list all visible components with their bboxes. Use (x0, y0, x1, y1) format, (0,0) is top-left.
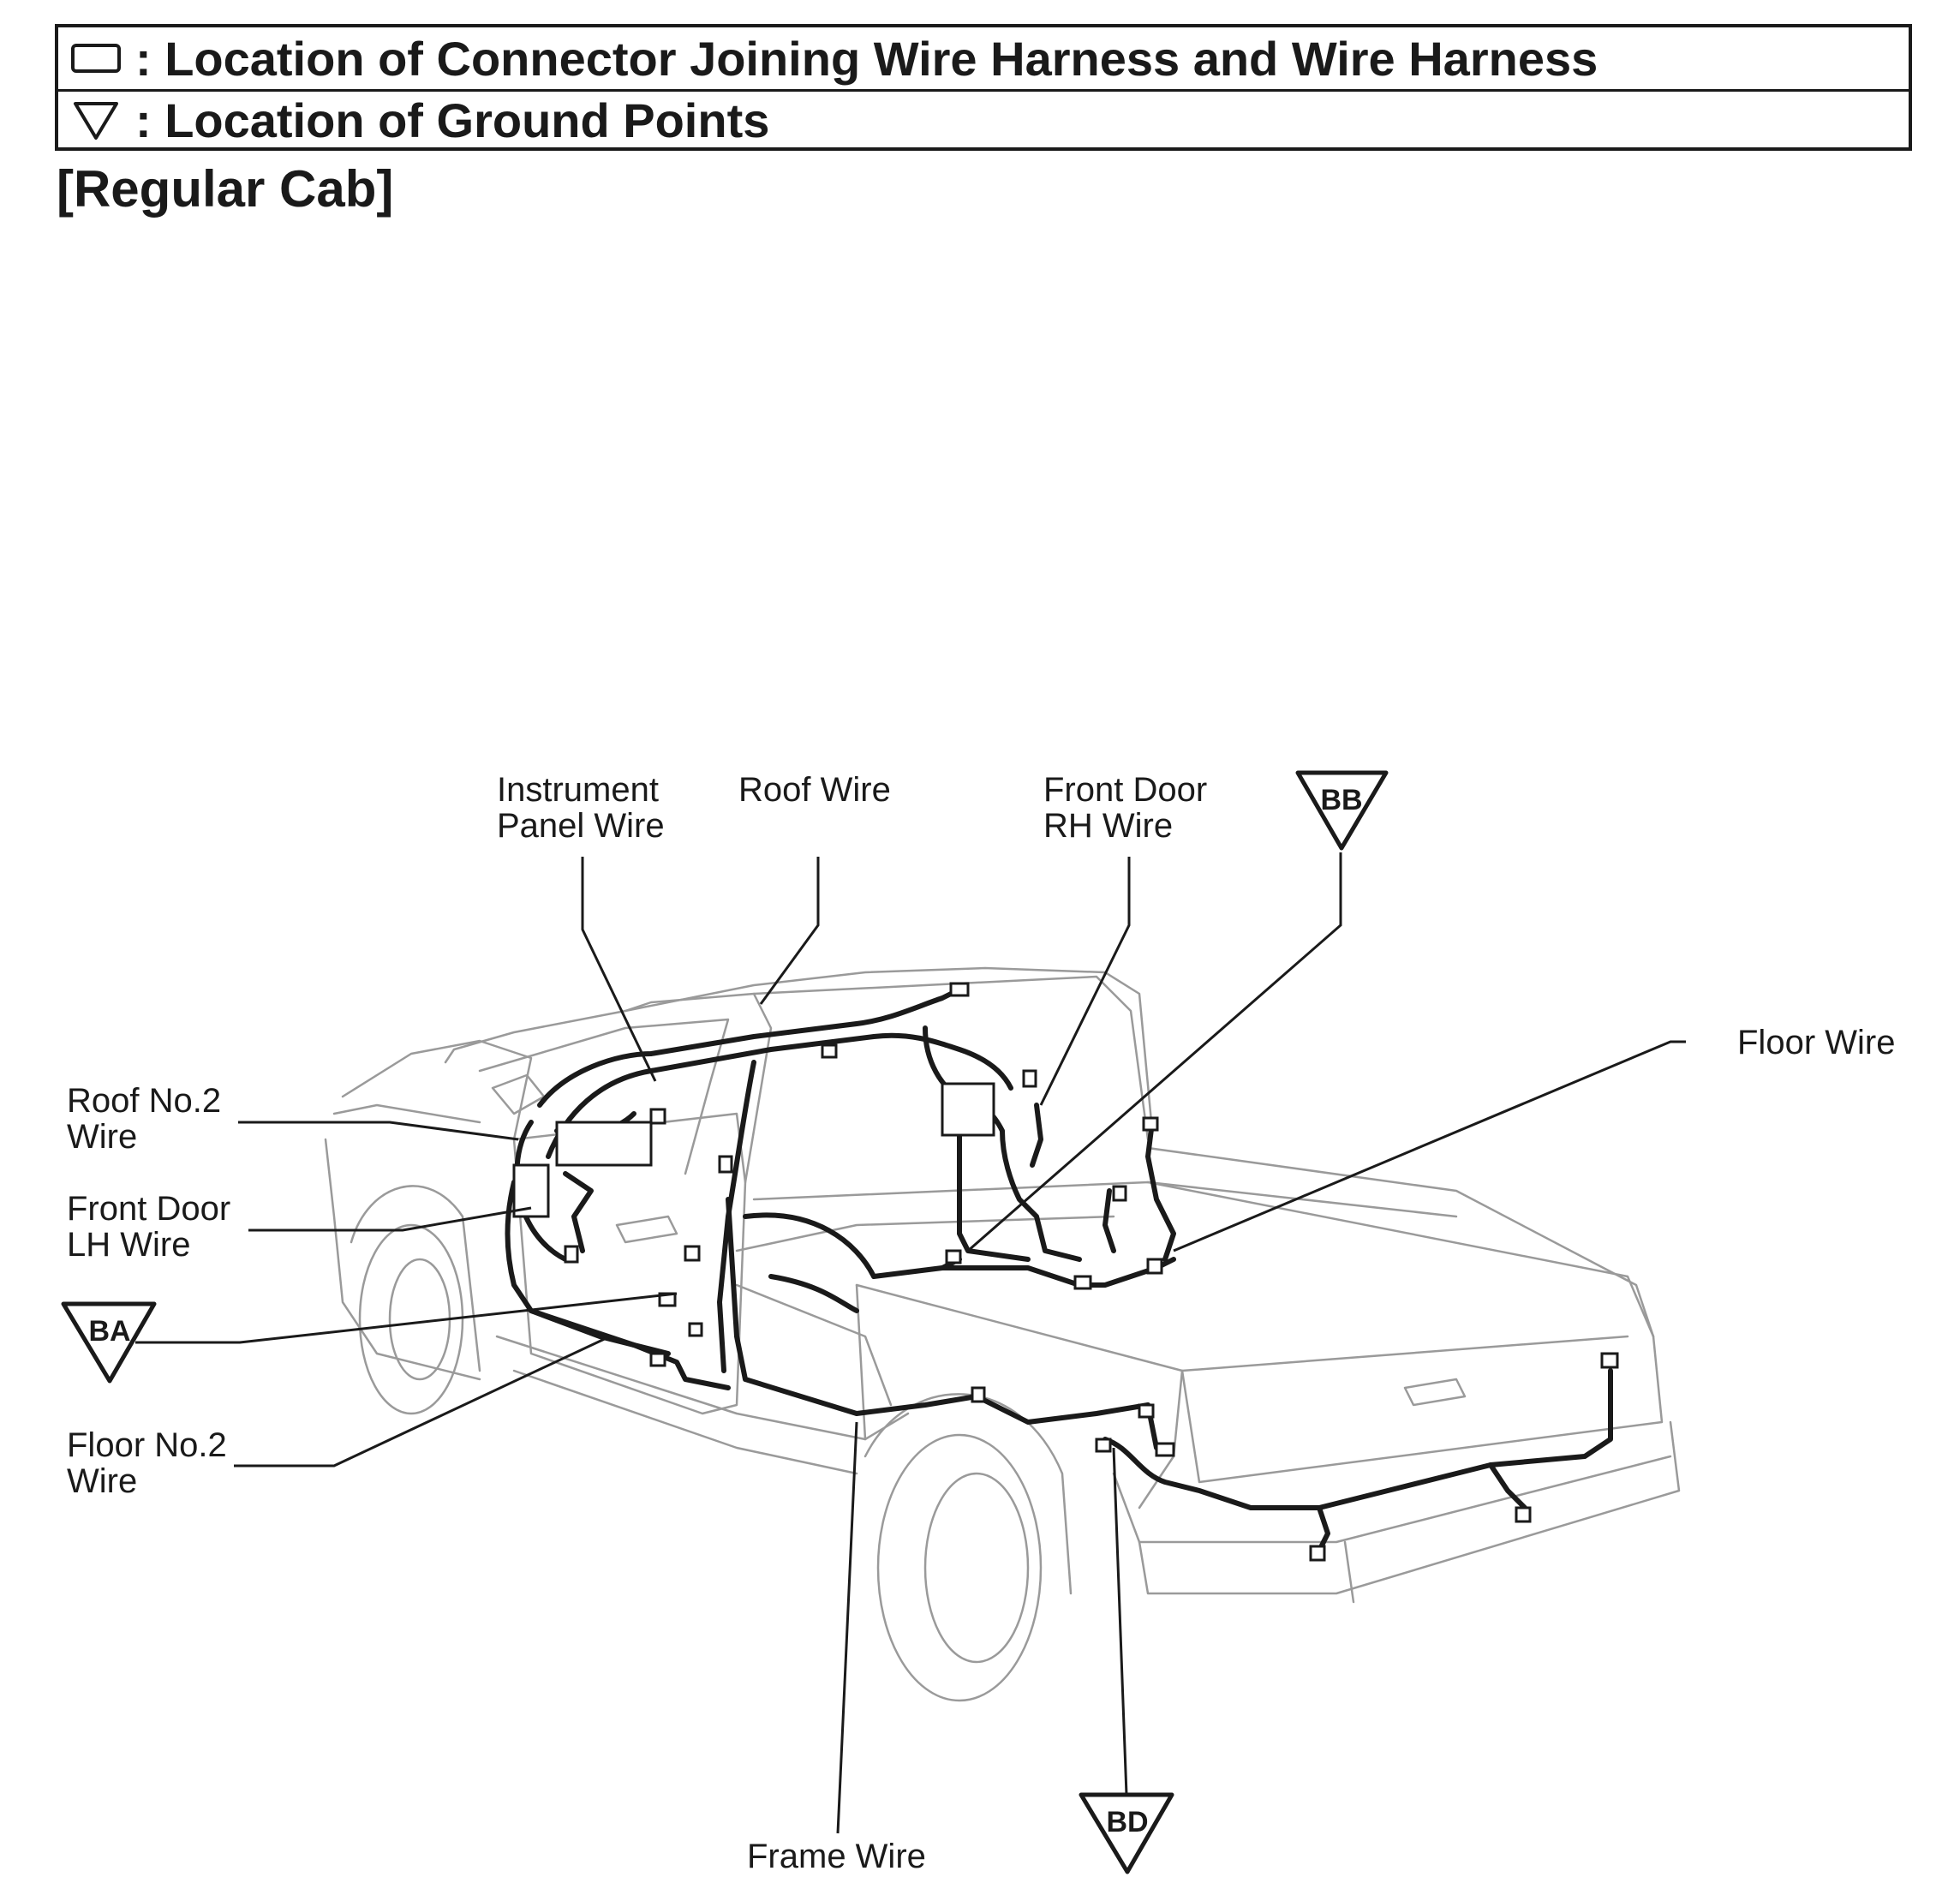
leader-lines (135, 852, 1686, 1834)
connector-box (949, 982, 970, 997)
connector-box (821, 1043, 838, 1059)
connector-box (1073, 1275, 1092, 1290)
legend-box: : Location of Connector Joining Wire Har… (55, 24, 1912, 151)
connector-box (1146, 1258, 1163, 1275)
connector-markers (512, 982, 1619, 1562)
label-roof-no2-wire-line2: Wire (67, 1118, 137, 1156)
connector-box (718, 1155, 733, 1174)
connector-box (1600, 1352, 1619, 1369)
triangle-down-icon (70, 99, 122, 141)
ground-point-bb: BB (1295, 770, 1389, 851)
label-front-door-rh-wire-line1: Front Door (1043, 771, 1207, 809)
label-frame-wire: Frame Wire (747, 1838, 926, 1875)
legend-connector-row: : Location of Connector Joining Wire Har… (58, 27, 1909, 92)
legend-ground-row: : Location of Ground Points (58, 89, 1909, 151)
label-floor-wire: Floor Wire (1737, 1024, 1895, 1061)
ground-label-ba: BA (88, 1315, 130, 1348)
label-instrument-panel-wire-line1: Instrument (497, 771, 659, 809)
view-title: [Regular Cab] (57, 160, 394, 218)
legend-ground-text: : Location of Ground Points (135, 93, 770, 147)
ground-triangle-icon (1295, 770, 1389, 851)
connector-box (1138, 1403, 1155, 1419)
connector-box (1022, 1069, 1037, 1088)
label-floor-no2-wire-line2: Wire (67, 1462, 137, 1500)
connector-box (1142, 1116, 1159, 1132)
label-instrument-panel-wire-line2: Panel Wire (497, 807, 665, 845)
connector-box (649, 1108, 666, 1125)
ground-point-ba: BA (61, 1301, 157, 1384)
connector-box (564, 1245, 579, 1264)
wire-harness (505, 987, 1613, 1553)
label-roof-wire: Roof Wire (738, 771, 891, 809)
connector-box (945, 1249, 962, 1264)
label-floor-no2-wire-line1: Floor No.2 (67, 1426, 227, 1464)
ground-triangle-icon (61, 1301, 157, 1384)
connector-box (1112, 1185, 1127, 1202)
label-front-door-lh-wire-line2: LH Wire (67, 1226, 190, 1264)
ground-point-bd: BD (1079, 1792, 1174, 1874)
connector-box (649, 1352, 666, 1367)
connector-box (684, 1245, 701, 1262)
junction-block (555, 1121, 653, 1167)
label-front-door-lh-wire-line1: Front Door (67, 1190, 230, 1228)
rectangle-icon (70, 37, 122, 80)
connector-box (688, 1322, 703, 1337)
connector-box (1515, 1506, 1532, 1523)
connector-box (1095, 1438, 1112, 1453)
ground-label-bd: BD (1106, 1806, 1148, 1838)
relay-block (941, 1082, 995, 1137)
connector-box (1155, 1442, 1175, 1457)
connector-box (1309, 1545, 1326, 1562)
connector-box (971, 1386, 986, 1403)
ground-label-bb: BB (1320, 784, 1362, 816)
label-roof-no2-wire-line1: Roof No.2 (67, 1082, 221, 1120)
label-front-door-rh-wire-line2: RH Wire (1043, 807, 1173, 845)
legend-connector-text: : Location of Connector Joining Wire Har… (135, 31, 1598, 86)
ground-triangle-icon (1079, 1792, 1174, 1874)
